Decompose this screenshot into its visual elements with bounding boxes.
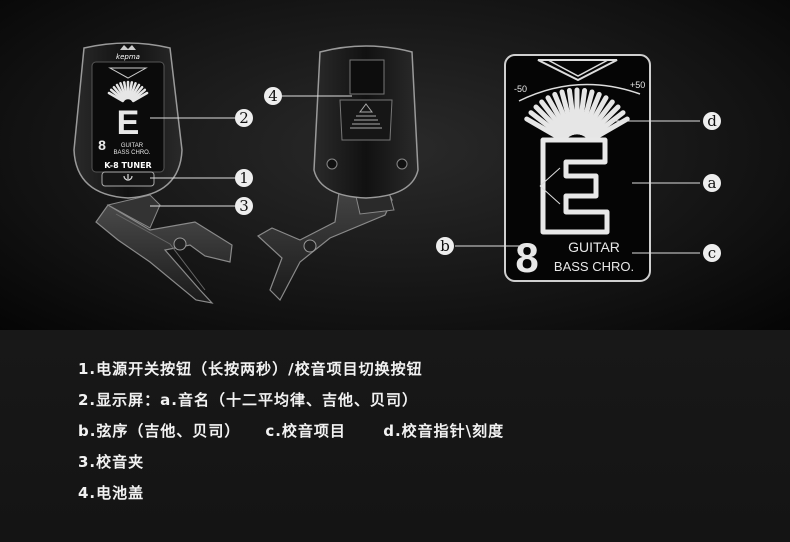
- needle-segment: [545, 95, 572, 137]
- scale-arc: [518, 83, 641, 102]
- small-note-letter: E: [117, 104, 140, 142]
- needle-segment: [524, 116, 566, 143]
- needle-segment: [115, 83, 127, 101]
- scale-max-label: +50: [630, 80, 645, 90]
- svg-text:2: 2: [239, 109, 249, 127]
- tuner-illustration: kepma E 8 GUITAR BASS CHRO. K-8 TUNER: [73, 42, 721, 304]
- small-mode-line2: BASS CHRO.: [113, 150, 150, 156]
- center-pointer-icon: [537, 59, 618, 82]
- svg-text:d: d: [707, 112, 717, 130]
- small-mode-line1: GUITAR: [121, 143, 144, 149]
- legend-line-5: 4.电池盖: [78, 484, 145, 502]
- needle-segment: [130, 85, 144, 101]
- needle-segment: [539, 99, 570, 138]
- needle-segment: [578, 89, 595, 136]
- needle-segment: [528, 110, 567, 141]
- needle-segment: [588, 116, 630, 143]
- tuning-needle-scale: [524, 87, 630, 143]
- needle-segment: [129, 83, 141, 101]
- needle-segment: [580, 91, 602, 136]
- brand-logo: kepma: [116, 53, 140, 61]
- svg-text:1: 1: [239, 169, 249, 187]
- svg-text:b: b: [440, 237, 450, 255]
- power-icon: [123, 174, 133, 181]
- needle-segment: [109, 88, 125, 102]
- scale-min-label: -50: [514, 84, 527, 94]
- callout-3: 3: [235, 197, 253, 215]
- needle-segment: [128, 82, 137, 100]
- needle-segment: [552, 91, 574, 136]
- callout-c: c: [703, 244, 721, 262]
- callout-a: a: [703, 174, 721, 192]
- legend-line-3: b.弦序（吉他、贝司） c.校音项目 d.校音指针\刻度: [78, 422, 505, 440]
- needle-segment: [107, 91, 125, 103]
- svg-text:E: E: [575, 289, 576, 291]
- callout-2: 2: [235, 109, 253, 127]
- large-display: -50 +50 E 8 GUITAR BASS CHRO.: [504, 54, 651, 291]
- small-mode-digit: 8: [98, 137, 106, 153]
- callout-b: b: [436, 237, 454, 255]
- model-label: K-8 TUNER: [104, 161, 151, 170]
- needle-segment: [566, 87, 578, 135]
- svg-text:c: c: [708, 244, 716, 262]
- leader-lines: [150, 95, 700, 254]
- needle-segment: [576, 87, 588, 135]
- front-clip: [95, 194, 233, 304]
- string-number-display: 8: [515, 234, 538, 281]
- needle-segment: [127, 81, 134, 100]
- legend-line-2: 2.显示屏：a.音名（十二平均律、吉他、贝司）: [78, 391, 418, 409]
- needle-segment: [119, 82, 128, 100]
- svg-text:4: 4: [268, 87, 278, 105]
- needle-segment: [112, 85, 126, 101]
- legend-line-1: 1.电源开关按钮（长按两秒）/校音项目切换按钮: [78, 360, 423, 378]
- note-letter-display: E: [540, 137, 610, 291]
- needle-segment: [582, 95, 609, 137]
- needle-segment: [533, 104, 569, 140]
- small-pointer-icon: [108, 67, 148, 79]
- needle-segment: [587, 110, 626, 141]
- mode-label-line1: GUITAR: [568, 239, 620, 255]
- callout-4: 4: [264, 87, 282, 105]
- needle-segment: [131, 88, 147, 102]
- needle-segment: [585, 104, 621, 140]
- svg-text:a: a: [708, 174, 717, 192]
- front-body: kepma E 8 GUITAR BASS CHRO. K-8 TUNER: [73, 42, 183, 199]
- back-body: [313, 45, 419, 199]
- needle-segment: [559, 89, 576, 136]
- callout-1: 1: [235, 169, 253, 187]
- mode-label-line2: BASS CHRO.: [554, 259, 634, 274]
- needle-segment: [122, 81, 129, 100]
- crown-icon: [120, 45, 136, 50]
- battery-cover-arrow-icon: [350, 103, 382, 129]
- needle-segment: [131, 91, 149, 103]
- callout-d: d: [703, 112, 721, 130]
- legend-panel: [0, 330, 790, 542]
- svg-text:3: 3: [239, 197, 249, 215]
- needle-segment: [584, 99, 615, 138]
- small-tuning-scale: [107, 80, 149, 103]
- legend-line-4: 3.校音夹: [78, 453, 145, 471]
